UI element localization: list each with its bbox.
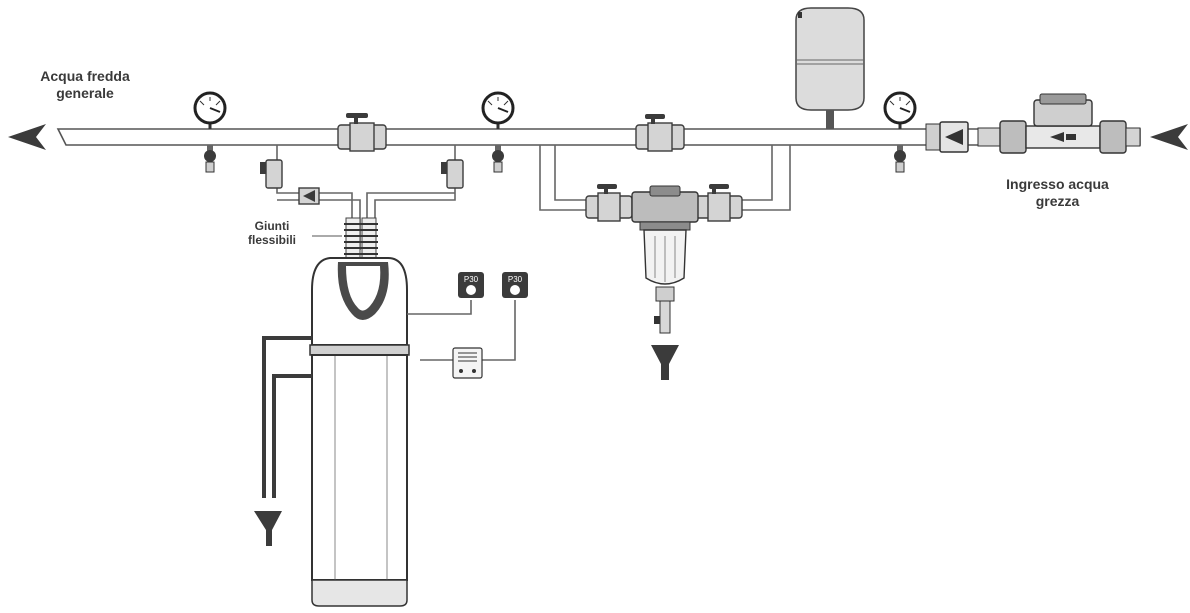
drain-valve-icon <box>492 145 504 173</box>
pressure-gauge-icon <box>193 91 227 129</box>
pressure-gauge-icon <box>481 91 515 129</box>
expansion-tank-icon <box>795 7 865 129</box>
power-socket-icon: P30 <box>458 272 484 298</box>
socket-display-text: P30 <box>464 275 479 284</box>
outlet-label: Acqua fredda generale <box>40 68 130 101</box>
ball-valve-icon <box>635 114 685 152</box>
check-valve-icon <box>925 121 969 153</box>
pressure-gauge-icon <box>883 91 917 129</box>
softener-drain-hoses <box>262 336 312 498</box>
flexible-joints <box>344 217 378 259</box>
drain-valve-icon <box>894 145 906 173</box>
water-meter-icon <box>977 93 1141 154</box>
timer-controller-icon <box>452 347 483 379</box>
power-socket-icon: P30 <box>502 272 528 298</box>
flex-joints-label: Giunti flessibili <box>247 219 297 247</box>
funnel-drain-icon <box>651 345 679 380</box>
arrow-left-icon <box>1150 124 1188 150</box>
sediment-filter-icon <box>631 185 699 334</box>
check-valve-icon <box>298 187 320 205</box>
drain-valve-icon <box>204 145 216 173</box>
ball-valve-icon <box>260 159 283 189</box>
ball-valve-icon <box>337 113 387 152</box>
ball-valve-icon <box>441 159 464 189</box>
inlet-label: Ingresso acqua grezza <box>1006 176 1109 209</box>
ball-valve-icon <box>585 184 633 222</box>
ball-valve-icon <box>695 184 743 222</box>
funnel-drain-icon <box>254 511 282 546</box>
arrow-left-icon <box>8 124 46 150</box>
controller-wiring <box>407 300 516 361</box>
socket-display-text: P30 <box>508 275 523 284</box>
water-softener-icon <box>309 257 410 607</box>
